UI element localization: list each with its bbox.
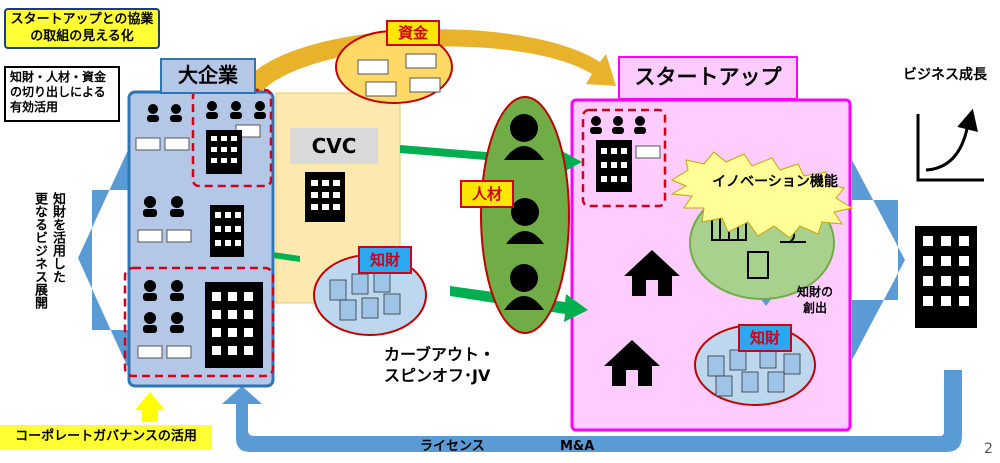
ma-label: M&A <box>560 439 595 454</box>
dashed-box-bottom <box>123 266 275 378</box>
startup-label: スタートアップ <box>618 56 798 100</box>
right-blue-arrow <box>852 160 905 360</box>
talent-tag: 人材 <box>460 180 514 208</box>
innovation-function-label: イノベーション機能 <box>712 174 838 190</box>
visualize-collaboration-box: スタートアップとの協業 の取組の見える化 <box>4 8 160 49</box>
innovation-burst <box>670 151 854 239</box>
large-company-label: 大企業 <box>160 58 256 94</box>
cvc-label: CVC <box>290 128 378 164</box>
house-icons <box>604 250 680 386</box>
growth-chart-icon <box>916 108 984 182</box>
green-arrow-corp <box>273 252 300 262</box>
license-label: ライセンス <box>420 439 485 454</box>
carveout-label: カーブアウト・ スピンオフ･JV <box>384 345 496 385</box>
funds-tag: 資金 <box>386 20 440 46</box>
governance-up-arrow <box>135 392 165 422</box>
money-icons <box>135 53 661 359</box>
ip-tag-left: 知財 <box>358 246 412 274</box>
bottom-return-arrow <box>222 370 962 452</box>
left-blue-arrow <box>78 150 128 368</box>
person-icons <box>143 101 646 333</box>
document-icons <box>329 271 801 397</box>
page-number: 2 <box>984 441 993 457</box>
further-business-label: 知財を活用した 更なるビジネス展開 <box>32 192 65 309</box>
ip-tag-right: 知財 <box>738 324 792 352</box>
resource-utilization-box: 知財・人材・資金 の切り出しによる 有効活用 <box>4 66 120 122</box>
building-windows <box>211 136 969 355</box>
ip-creation-label: 知財の 創出 <box>796 285 833 315</box>
funds-curved-arrow <box>238 29 616 96</box>
business-growth-label: ビジネス成長 <box>903 67 987 83</box>
dashed-box-startup <box>581 108 667 208</box>
governance-label: コーポレートガバナンスの活用 <box>0 425 212 449</box>
